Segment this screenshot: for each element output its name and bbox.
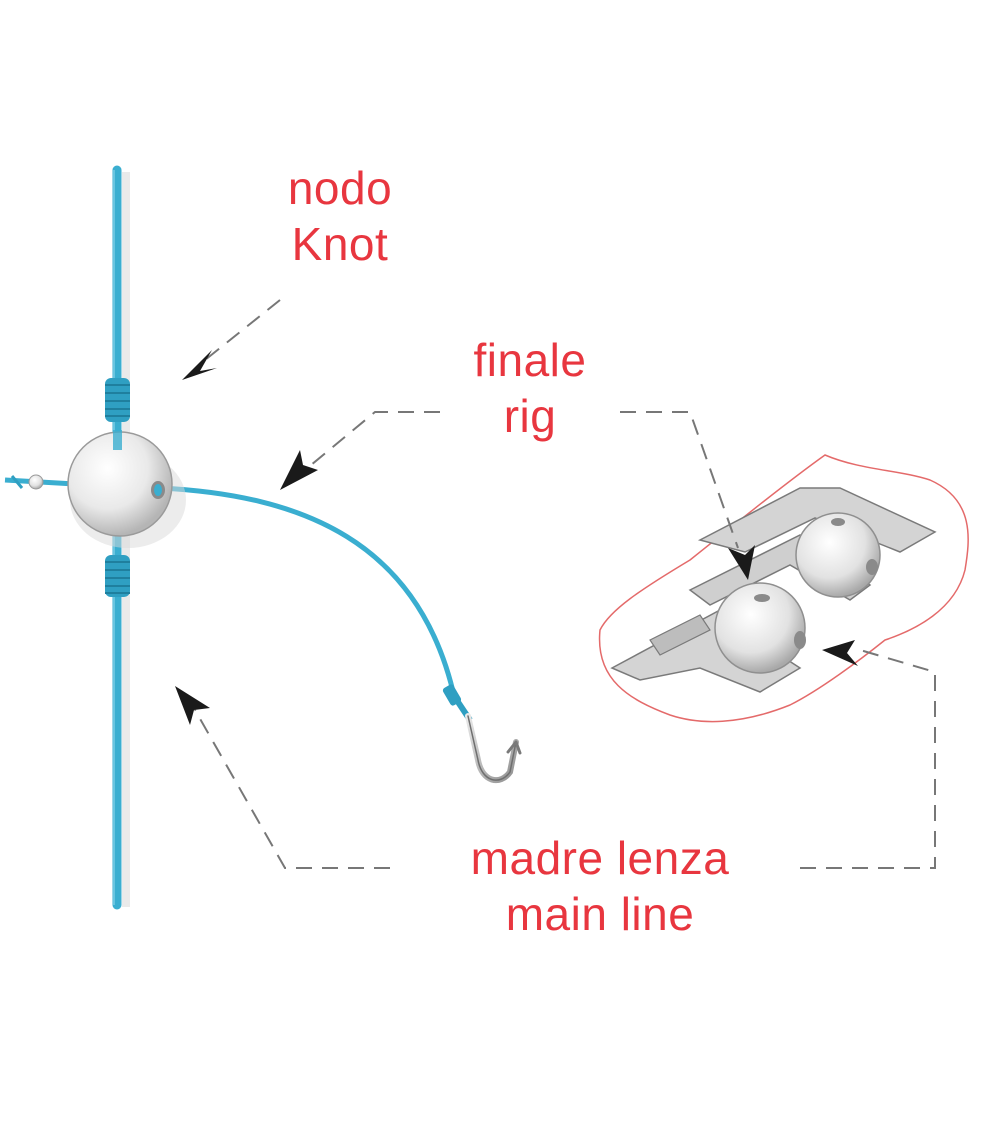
arrowheads bbox=[175, 350, 858, 725]
knot-leader bbox=[204, 299, 281, 361]
rig-line bbox=[157, 485, 473, 722]
rig-label: finale rig bbox=[430, 332, 630, 444]
main-line-arrowhead bbox=[175, 686, 210, 725]
lower-knot bbox=[105, 555, 130, 597]
rig-label-en: rig bbox=[503, 390, 557, 442]
rig-arrowhead bbox=[280, 450, 318, 490]
main-line-label-it: madre lenza bbox=[470, 832, 730, 884]
main-line-leader-right bbox=[800, 649, 936, 869]
tray-leader bbox=[620, 411, 739, 549]
tray-lower-arrowhead bbox=[822, 640, 858, 666]
knot-arrowhead bbox=[182, 350, 217, 380]
rig-label-it: finale bbox=[473, 334, 587, 386]
knot-label-en: Knot bbox=[291, 218, 389, 270]
main-line-label: madre lenza main line bbox=[400, 830, 800, 942]
main-line-leader-left bbox=[194, 709, 390, 869]
rig-leader bbox=[304, 411, 440, 471]
left-stub-line bbox=[4, 474, 76, 490]
main-line-label-en: main line bbox=[505, 888, 695, 940]
bead-icon bbox=[67, 430, 186, 548]
tray-arrowhead bbox=[728, 545, 755, 580]
knot-label-it: nodo bbox=[287, 162, 393, 214]
hook-icon bbox=[442, 684, 522, 784]
leader-lines bbox=[194, 299, 936, 869]
bead-tray-icon bbox=[598, 454, 969, 723]
upper-knot bbox=[105, 378, 130, 422]
knot-label: nodo Knot bbox=[240, 160, 440, 272]
